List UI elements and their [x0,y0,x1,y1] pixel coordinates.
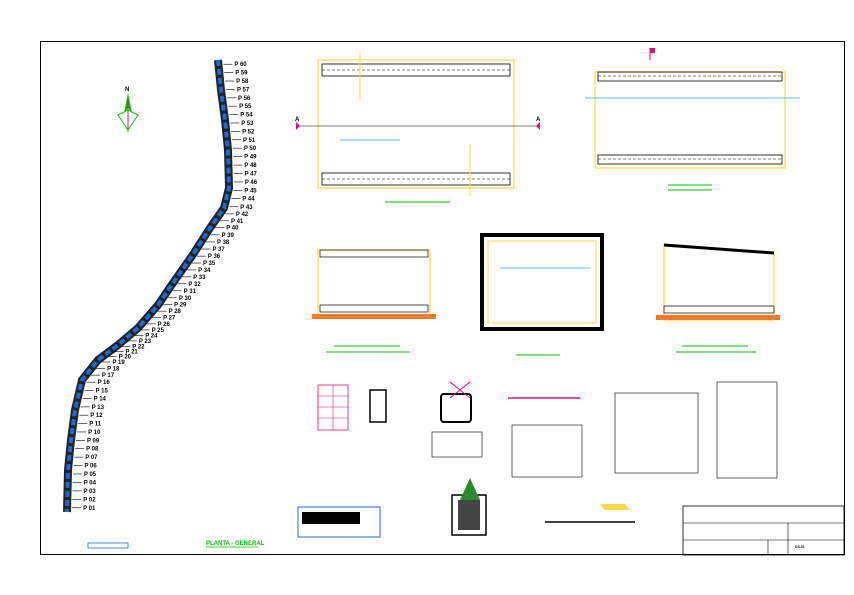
station-label: P 18 [107,367,120,373]
detail-center [480,233,604,356]
station-label: P 51 [243,138,256,144]
station-label: P 32 [188,282,201,288]
station-label: P 10 [88,430,101,436]
station-label: P 12 [90,413,103,419]
station-label: P 58 [236,79,249,85]
title-block: DS-01 [682,505,845,556]
station-label: P 33 [193,275,206,281]
station-label: P 26 [158,322,171,328]
plan-view-structure: A A [295,52,541,203]
station-label: P 25 [152,328,165,334]
station-label: P 27 [163,316,176,322]
station-label: P 30 [179,296,192,302]
north-arrow-icon: N [117,87,139,132]
station-label: P 48 [244,163,257,169]
station-label: P 22 [132,344,145,350]
station-label: P 06 [84,464,97,470]
station-label: P 20 [119,354,132,360]
station-label: P 45 [244,188,257,194]
detail-right [656,243,780,353]
rebar-details [317,381,778,479]
station-label: P 50 [244,146,257,152]
station-label: P 01 [83,506,96,512]
station-label: P 55 [239,104,252,110]
station-label: P 05 [84,472,97,478]
section-a-a [585,48,800,191]
station-label: P 47 [245,172,258,178]
scale-bar [87,542,129,549]
station-label: P 08 [86,447,99,453]
station-label: P 19 [112,360,125,366]
section-mark-right: A [536,117,541,123]
station-label: P 29 [174,303,187,309]
station-label: P 23 [139,339,152,345]
section-mark-left: A [295,117,300,123]
station-label: P 24 [145,333,158,339]
north-label: N [125,87,129,93]
station-label: P 03 [84,489,97,495]
station-label: P 21 [126,349,139,355]
station-label: P 36 [208,254,221,260]
station-label: P 38 [217,240,230,246]
station-label: P 14 [94,397,107,403]
station-label: P 53 [241,121,254,127]
canal-plan: P 60 P 59 P 58 P 57 P 56 P 55 P 54 P 53 P 52 P 51… [63,59,258,513]
station-label: P 09 [87,438,100,444]
station-label: P 41 [231,219,244,225]
station-label: P 56 [238,96,251,102]
station-label: P 49 [244,155,257,161]
station-label: P 02 [83,497,96,503]
sheet-number: DS-01 [795,545,805,549]
station-label: P 40 [226,226,239,232]
station-label: P 11 [89,422,102,428]
station-label: P 35 [203,261,216,267]
station-label: P 15 [96,388,109,394]
station-label: P 60 [234,62,247,68]
station-label: P 46 [245,180,258,186]
station-label: P 28 [169,309,182,315]
station-label: P 37 [212,247,225,253]
station-markers: P 60 P 59 P 58 P 57 P 56 P 55 P 54 P 53 P 52 P 51… [72,62,258,512]
drawing-sheet-border [40,41,845,555]
station-label: P 07 [85,455,98,461]
station-label: P 54 [240,113,253,119]
station-label: P 52 [242,129,255,135]
station-label: P 39 [222,233,235,239]
station-label: P 57 [237,87,250,93]
plan-title: PLANTA - GENERAL [206,541,265,547]
station-label: P 13 [92,405,105,411]
station-label: P 59 [235,71,248,77]
station-label: P 17 [102,373,115,379]
bottom-details [297,478,635,538]
station-label: P 04 [84,480,97,486]
station-label: P 43 [240,205,253,211]
station-label: P 16 [97,380,110,386]
station-label: P 34 [198,268,211,274]
station-label: P 31 [184,289,197,295]
station-label: P 44 [242,197,255,203]
station-label: P 42 [236,212,249,218]
detail-left [312,249,436,353]
